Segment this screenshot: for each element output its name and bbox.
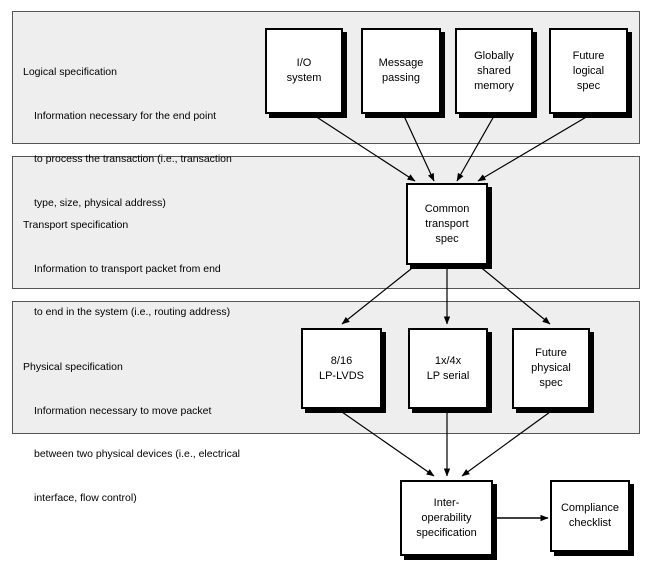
band-logical-line-1: Information necessary for the end point <box>34 109 217 122</box>
node-future-logical-spec-label: Future logical spec <box>572 49 605 92</box>
band-transport-line-1: Information to transport packet from end <box>34 262 221 275</box>
band-logical-title: Logical specification <box>23 66 117 78</box>
node-message-passing[interactable]: Message passing <box>361 28 441 114</box>
node-compliance-checklist[interactable]: Compliance checklist <box>550 480 630 552</box>
node-io-system[interactable]: I/O system <box>265 28 343 114</box>
band-physical-line-1: Information necessary to move packet <box>34 404 212 417</box>
node-lp-serial[interactable]: 1x/4x LP serial <box>408 328 488 409</box>
node-globally-shared-memory-label: Globally shared memory <box>474 49 514 92</box>
node-interoperability-specification[interactable]: Inter- operability specification <box>400 480 493 556</box>
band-physical-line-3: interface, flow control) <box>34 491 137 504</box>
node-io-system-label: I/O system <box>286 57 322 84</box>
band-logical-description: Logical specification Information necess… <box>23 36 232 239</box>
node-globally-shared-memory[interactable]: Globally shared memory <box>455 28 533 114</box>
node-future-physical-spec[interactable]: Future physical spec <box>512 328 590 409</box>
node-lp-serial-label: 1x/4x LP serial <box>426 354 470 382</box>
node-lp-lvds[interactable]: 8/16 LP-LVDS <box>301 328 382 409</box>
node-lp-lvds-label: 8/16 LP-LVDS <box>318 354 365 382</box>
band-physical-description: Physical specification Information neces… <box>23 331 240 534</box>
node-interoperability-specification-label: Inter- operability specification <box>416 496 477 539</box>
node-future-physical-spec-label: Future physical spec <box>531 347 571 389</box>
band-physical-title: Physical specification <box>23 361 123 373</box>
band-logical-line-3: type, size, physical address) <box>34 196 166 209</box>
band-physical-line-2: between two physical devices (i.e., elec… <box>34 448 241 460</box>
band-transport-line-2: to end in the system (i.e., routing addr… <box>34 306 231 318</box>
node-message-passing-label: Message passing <box>378 57 424 84</box>
node-compliance-checklist-label: Compliance checklist <box>560 502 620 529</box>
band-transport-title: Transport specification <box>23 219 129 231</box>
band-transport-description: Transport specification Information to t… <box>23 189 230 349</box>
node-future-logical-spec[interactable]: Future logical spec <box>549 28 628 114</box>
node-common-transport-spec[interactable]: Common transport spec <box>406 183 488 265</box>
band-logical-line-2: to process the transaction (i.e., transa… <box>34 153 232 165</box>
node-common-transport-spec-label: Common transport spec <box>424 202 470 245</box>
